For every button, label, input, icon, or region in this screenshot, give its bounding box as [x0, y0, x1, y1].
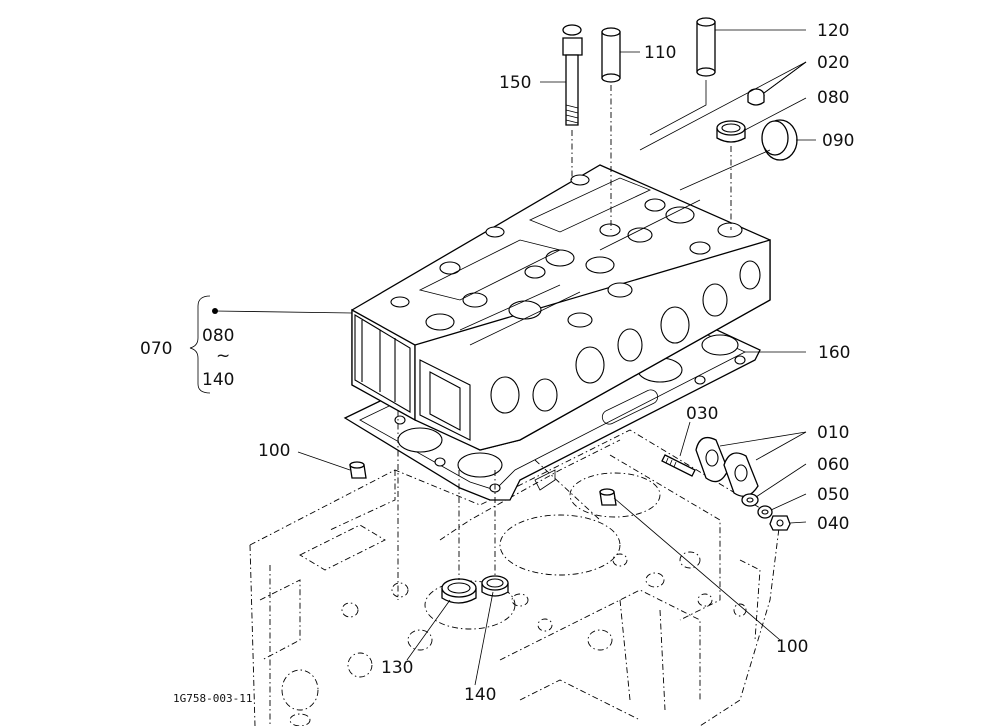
- valve-seat-ring: [481, 575, 509, 597]
- callout-120: 120: [817, 21, 849, 41]
- alignment-lines: [397, 410, 601, 600]
- callout-010: 010: [817, 423, 849, 443]
- nut: [769, 515, 791, 531]
- washer: [741, 493, 759, 507]
- callout-070-range-tilde: ~: [216, 346, 230, 366]
- callout-160: 160: [818, 343, 850, 363]
- dowel-pin-right: [599, 488, 617, 506]
- cylinder-head: [351, 164, 771, 451]
- spring-washer: [757, 505, 773, 519]
- callout-100-right: 100: [776, 637, 808, 657]
- callout-060: 060: [817, 455, 849, 475]
- callout-030: 030: [686, 404, 718, 424]
- valve-stem-seal: [441, 578, 477, 604]
- lifting-hook-2: [723, 452, 759, 497]
- lifting-hook-1: [695, 436, 729, 483]
- engine-block-outline: [249, 429, 781, 726]
- callout-050: 050: [817, 485, 849, 505]
- head-bolt: [562, 24, 583, 180]
- figure-code: 1G758-003-11: [173, 692, 252, 705]
- callout-100-left: 100: [258, 441, 290, 461]
- callout-040: 040: [817, 514, 849, 534]
- stud-bolt: [661, 454, 696, 477]
- callout-labels: 150 110 120 020 080 090 070 080 ~ 140 16…: [140, 21, 854, 705]
- callout-070-range-to: 140: [202, 370, 234, 390]
- callout-070: 070: [140, 339, 172, 359]
- valve-guide: [601, 27, 621, 230]
- callout-020: 020: [817, 53, 849, 73]
- plug: [747, 88, 765, 106]
- seal-ring: [716, 120, 746, 230]
- callout-080: 080: [817, 88, 849, 108]
- callout-090: 090: [822, 131, 854, 151]
- callout-150: 150: [499, 73, 531, 93]
- leader-lines: [214, 29, 816, 686]
- group-bracket: [189, 295, 218, 394]
- callout-110: 110: [644, 43, 676, 63]
- callout-140: 140: [464, 685, 496, 705]
- cup-plug: [761, 119, 798, 161]
- callout-070-range-from: 080: [202, 326, 234, 346]
- dowel-pin-left: [349, 461, 367, 479]
- valve-guide-2: [649, 17, 716, 136]
- callout-130: 130: [381, 658, 413, 678]
